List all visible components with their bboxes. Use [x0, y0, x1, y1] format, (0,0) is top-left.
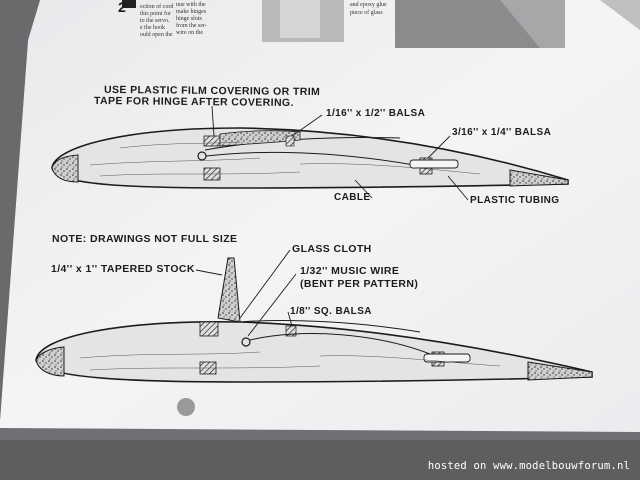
margin-text-line: make hinges	[176, 9, 207, 15]
spar-label: 1/16'' x 1/2'' BALSA	[326, 108, 426, 119]
glass-cloth-label: GLASS CLOTH	[292, 243, 372, 255]
bottom-airfoil-drawing	[35, 249, 593, 383]
margin-text-line: this point for	[140, 11, 171, 17]
punch-hole	[177, 398, 195, 416]
margin-text-line: from the ser-	[176, 23, 207, 29]
music-wire-label: 1/32'' MUSIC WIRE	[300, 265, 400, 277]
top-airfoil-drawing	[51, 105, 569, 201]
sq-balsa-label: 1/8'' SQ. BALSA	[290, 306, 372, 317]
cable-label: CABLE	[334, 192, 371, 203]
tapered-stock-label: 1/4'' x 1'' TAPERED STOCK	[51, 263, 195, 275]
scale-note: NOTE: DRAWINGS NOT FULL SIZE	[52, 233, 238, 245]
page-number-fragment: 2	[118, 0, 127, 15]
margin-text-line: e the hook	[140, 25, 165, 31]
margin-text-line: wire on the	[176, 30, 203, 36]
margin-text-line: to the servo.	[140, 18, 170, 24]
hinge-note-line2: TAPE FOR HINGE AFTER COVERING.	[93, 94, 294, 110]
margin-text-line: and epoxy glue	[350, 2, 387, 8]
margin-text-line: nue with the	[176, 2, 206, 8]
tubing-label: PLASTIC TUBING	[470, 195, 560, 206]
margin-text-line: ould open the	[140, 32, 173, 38]
rear-spar-label: 3/16'' x 1/4'' BALSA	[452, 127, 552, 138]
music-wire-note: (BENT PER PATTERN)	[300, 278, 419, 290]
margin-text-line: hinge slots	[176, 16, 202, 22]
margin-text-line: ection of cord	[140, 4, 174, 10]
hosting-watermark: hosted on www.modelbouwforum.nl	[427, 460, 630, 472]
margin-text-line: piece of glass	[350, 10, 383, 16]
